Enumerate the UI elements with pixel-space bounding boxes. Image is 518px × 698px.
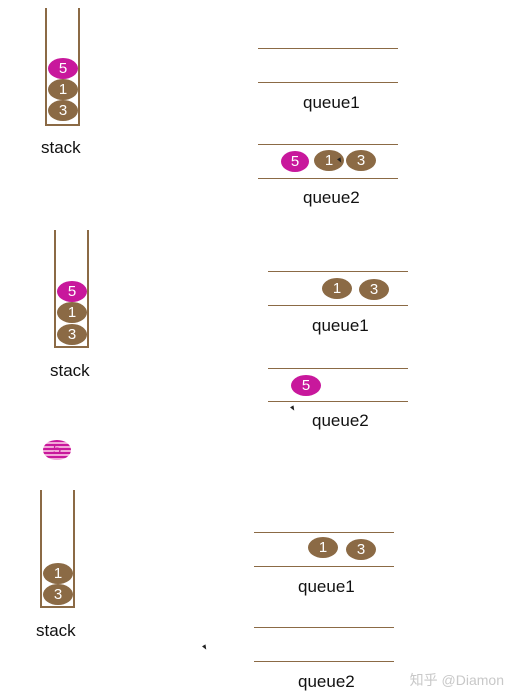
cursor-mark xyxy=(202,644,208,651)
queue1-label: queue1 xyxy=(303,93,360,112)
queue1-top-line xyxy=(254,532,394,533)
queue1-top-line xyxy=(258,48,398,49)
stack-ball: 1 xyxy=(43,563,73,584)
stack-label: stack xyxy=(41,138,81,157)
queue1-label: queue1 xyxy=(312,316,369,335)
queue2-ball: 5 xyxy=(281,151,309,172)
queue2-label: queue2 xyxy=(312,411,369,430)
stack-container xyxy=(45,8,80,126)
queue1-top-line xyxy=(268,271,408,272)
panel-1: 5 1 3 stack queue1 5 1 3 queue2 xyxy=(0,0,518,230)
queue2-label: queue2 xyxy=(303,188,360,207)
watermark: 知乎 @Diamon xyxy=(409,672,504,688)
queue1-ball: 1 xyxy=(308,537,338,558)
queue2-bottom-line xyxy=(258,178,398,179)
queue2-ball: 5 xyxy=(291,375,321,396)
queue2-ball: 1 xyxy=(314,150,344,171)
queue1-bottom-line xyxy=(268,305,408,306)
queue1-ball: 3 xyxy=(359,279,389,300)
queue2-ball: 3 xyxy=(346,150,376,171)
stack-container xyxy=(40,490,75,608)
stack-ball: 3 xyxy=(43,584,73,605)
queue1-bottom-line xyxy=(258,82,398,83)
queue2-bottom-line xyxy=(268,401,408,402)
popped-ball: 5 xyxy=(43,440,71,460)
queue2-top-line xyxy=(254,627,394,628)
queue1-bottom-line xyxy=(254,566,394,567)
stack-label: stack xyxy=(36,621,76,640)
stack-ball: 3 xyxy=(48,100,78,121)
stack-ball: 5 xyxy=(57,281,87,302)
stack-ball: 1 xyxy=(48,79,78,100)
stack-ball: 5 xyxy=(48,58,78,79)
queue2-top-line xyxy=(268,368,408,369)
stack-ball: 3 xyxy=(57,324,87,345)
stack-label: stack xyxy=(50,361,90,380)
stack-ball: 1 xyxy=(57,302,87,323)
panel-2: 5 1 3 stack 1 3 queue1 5 queue2 xyxy=(50,230,408,430)
queue2-top-line xyxy=(258,144,398,145)
queue2-bottom-line xyxy=(254,661,394,662)
queue1-ball: 1 xyxy=(322,278,352,299)
queue1-label: queue1 xyxy=(298,577,355,596)
stack-container xyxy=(54,230,89,348)
queue2-label: queue2 xyxy=(298,672,355,691)
queue1-ball: 3 xyxy=(346,539,376,560)
